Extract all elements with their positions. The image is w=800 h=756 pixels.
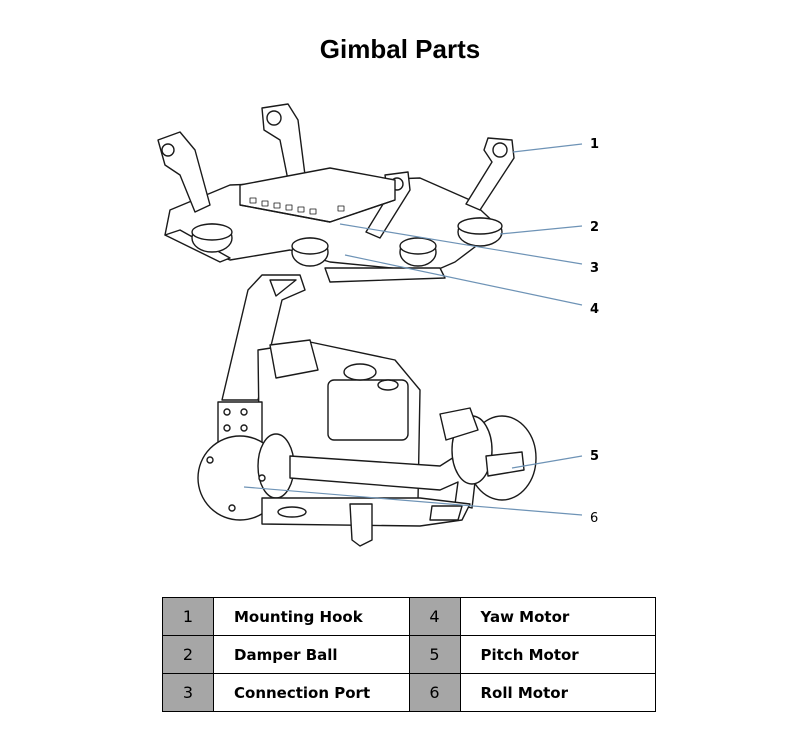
leader-lines (243, 143, 583, 516)
leader-line-6 (243, 486, 583, 516)
gimbal-drawing: 1 2 3 4 5 6 (157, 103, 599, 547)
leader-line-1 (512, 143, 583, 153)
damper-ball-back-left (291, 237, 329, 267)
part-label: Yaw Motor (459, 597, 656, 636)
callout-4: 4 (590, 302, 599, 317)
part-number: 6 (408, 673, 461, 712)
part-label: Mounting Hook (213, 597, 410, 636)
part-label: Roll Motor (459, 673, 656, 712)
bottom-plate (261, 497, 471, 547)
callout-5: 5 (590, 449, 599, 464)
callout-3: 3 (590, 261, 599, 276)
part-label: Connection Port (213, 673, 410, 712)
part-label: Damper Ball (213, 635, 410, 674)
part-number: 4 (408, 597, 461, 636)
table-row: 3 Connection Port 6 Roll Motor (162, 673, 656, 712)
callout-1: 1 (590, 137, 599, 152)
table-row: 2 Damper Ball 5 Pitch Motor (162, 635, 656, 674)
leader-line-4 (344, 254, 583, 306)
roll-motor (197, 433, 295, 521)
callout-2: 2 (590, 220, 599, 235)
leader-line-5 (511, 455, 583, 469)
parts-table: 1 Mounting Hook 4 Yaw Motor 2 Damper Bal… (162, 597, 656, 712)
leader-line-3 (339, 223, 583, 265)
part-number: 3 (162, 673, 214, 712)
part-number: 5 (408, 635, 461, 674)
callout-6: 6 (590, 511, 598, 526)
pitch-motor (439, 407, 537, 501)
part-label: Pitch Motor (459, 635, 656, 674)
damper-ball-back-right (399, 237, 437, 267)
mounting-hook-center (261, 103, 306, 181)
part-number: 1 (162, 597, 214, 636)
controller-box (239, 167, 396, 223)
leader-line-2 (499, 225, 583, 235)
table-row: 1 Mounting Hook 4 Yaw Motor (162, 597, 656, 636)
mounting-hook-left (157, 131, 211, 213)
damper-ball-right (457, 217, 503, 247)
page-title: Gimbal Parts (319, 34, 481, 64)
mounting-hook-right (465, 137, 515, 211)
part-number: 2 (162, 635, 214, 674)
damper-ball-left (191, 223, 233, 253)
